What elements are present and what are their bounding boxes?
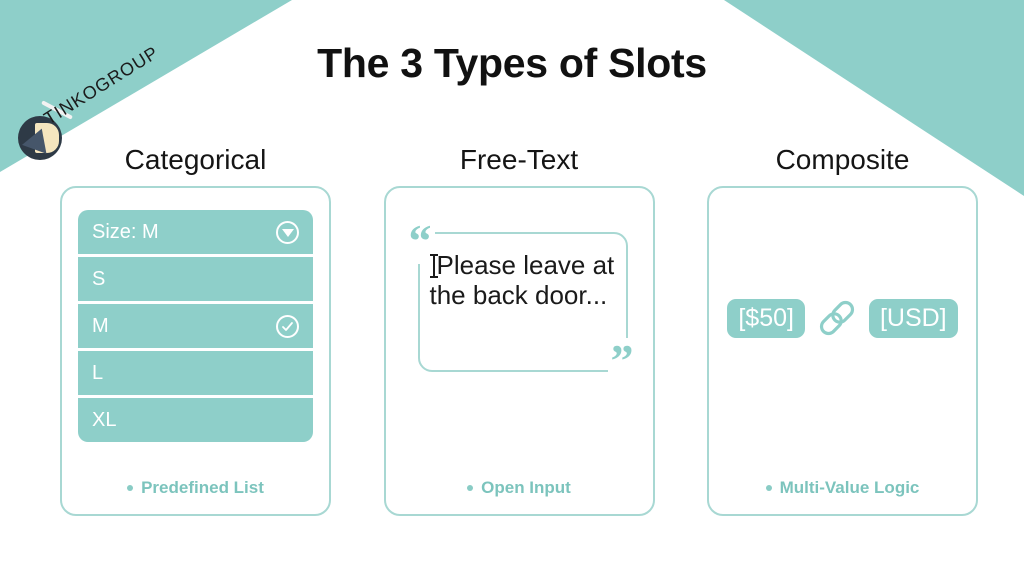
size-option-list: Size: M S M: [78, 210, 313, 442]
list-item-m-label: M: [92, 314, 109, 337]
card-composite: [$50] [USD] Multi-Value Logic: [707, 186, 978, 516]
page-title: The 3 Types of Slots: [317, 40, 707, 86]
list-item-s-label: S: [92, 267, 106, 290]
column-free-text: Free-Text “ ” Please leave at the back d…: [383, 144, 655, 516]
tinkogroup-logo-icon: [18, 116, 62, 160]
footnote-label-categorical: Predefined List: [141, 478, 264, 497]
chip-currency[interactable]: [USD]: [868, 298, 958, 338]
quote-open-icon: “: [405, 218, 435, 264]
quote-box-outline: [417, 232, 628, 372]
card-free-text: “ ” Please leave at the back door... Ope…: [383, 186, 655, 516]
check-circle-icon[interactable]: [276, 314, 299, 338]
card-footnote-free-text: Open Input: [402, 478, 637, 504]
list-item-m[interactable]: M: [78, 304, 313, 348]
dropdown-size[interactable]: Size: M: [78, 210, 313, 254]
column-heading-categorical: Categorical: [124, 144, 267, 175]
bullet-icon: [765, 485, 772, 491]
bullet-icon: [467, 485, 474, 491]
card-body-categorical: Size: M S M: [78, 204, 313, 478]
free-text-input-value[interactable]: Please leave at the back door...: [429, 250, 630, 311]
card-body-free-text: “ ” Please leave at the back door...: [402, 204, 637, 478]
logo-wedge-shape: [35, 123, 59, 153]
list-item-l[interactable]: L: [78, 351, 313, 395]
card-footnote-categorical: Predefined List: [78, 478, 313, 504]
list-item-xl-label: XL: [92, 408, 117, 431]
chevron-down-glyph: [281, 228, 294, 237]
footnote-label-composite: Multi-Value Logic: [779, 478, 920, 497]
card-footnote-composite: Multi-Value Logic: [725, 478, 960, 504]
footnote-label-free-text: Open Input: [481, 478, 571, 497]
list-item-s[interactable]: S: [78, 257, 313, 301]
list-item-xl[interactable]: XL: [78, 398, 313, 442]
list-item-l-label: L: [92, 361, 104, 384]
chevron-down-icon[interactable]: [276, 220, 299, 244]
dropdown-size-label: Size: M: [92, 220, 159, 243]
free-text-value: Please leave at the back door...: [429, 250, 615, 311]
column-composite: Composite [$50] [USD]: [707, 146, 978, 516]
columns-container: Categorical Size: M S: [60, 146, 978, 516]
bullet-icon: [127, 485, 134, 491]
composite-chip-row: [$50] [USD]: [725, 296, 960, 340]
chain-link-icon: [819, 300, 855, 336]
card-body-composite: [$50] [USD]: [725, 204, 960, 478]
column-categorical: Categorical Size: M S: [60, 146, 331, 516]
text-caret-icon: [429, 254, 439, 278]
quote-close-icon: ”: [607, 338, 637, 384]
column-heading-composite: Composite: [775, 144, 910, 175]
card-categorical: Size: M S M: [60, 186, 331, 516]
chip-amount[interactable]: [$50]: [727, 298, 805, 338]
quote-block[interactable]: “ ” Please leave at the back door...: [404, 212, 637, 392]
brand-logo: TINKOGROUP: [10, 42, 170, 173]
column-heading-free-text: Free-Text: [459, 144, 579, 175]
